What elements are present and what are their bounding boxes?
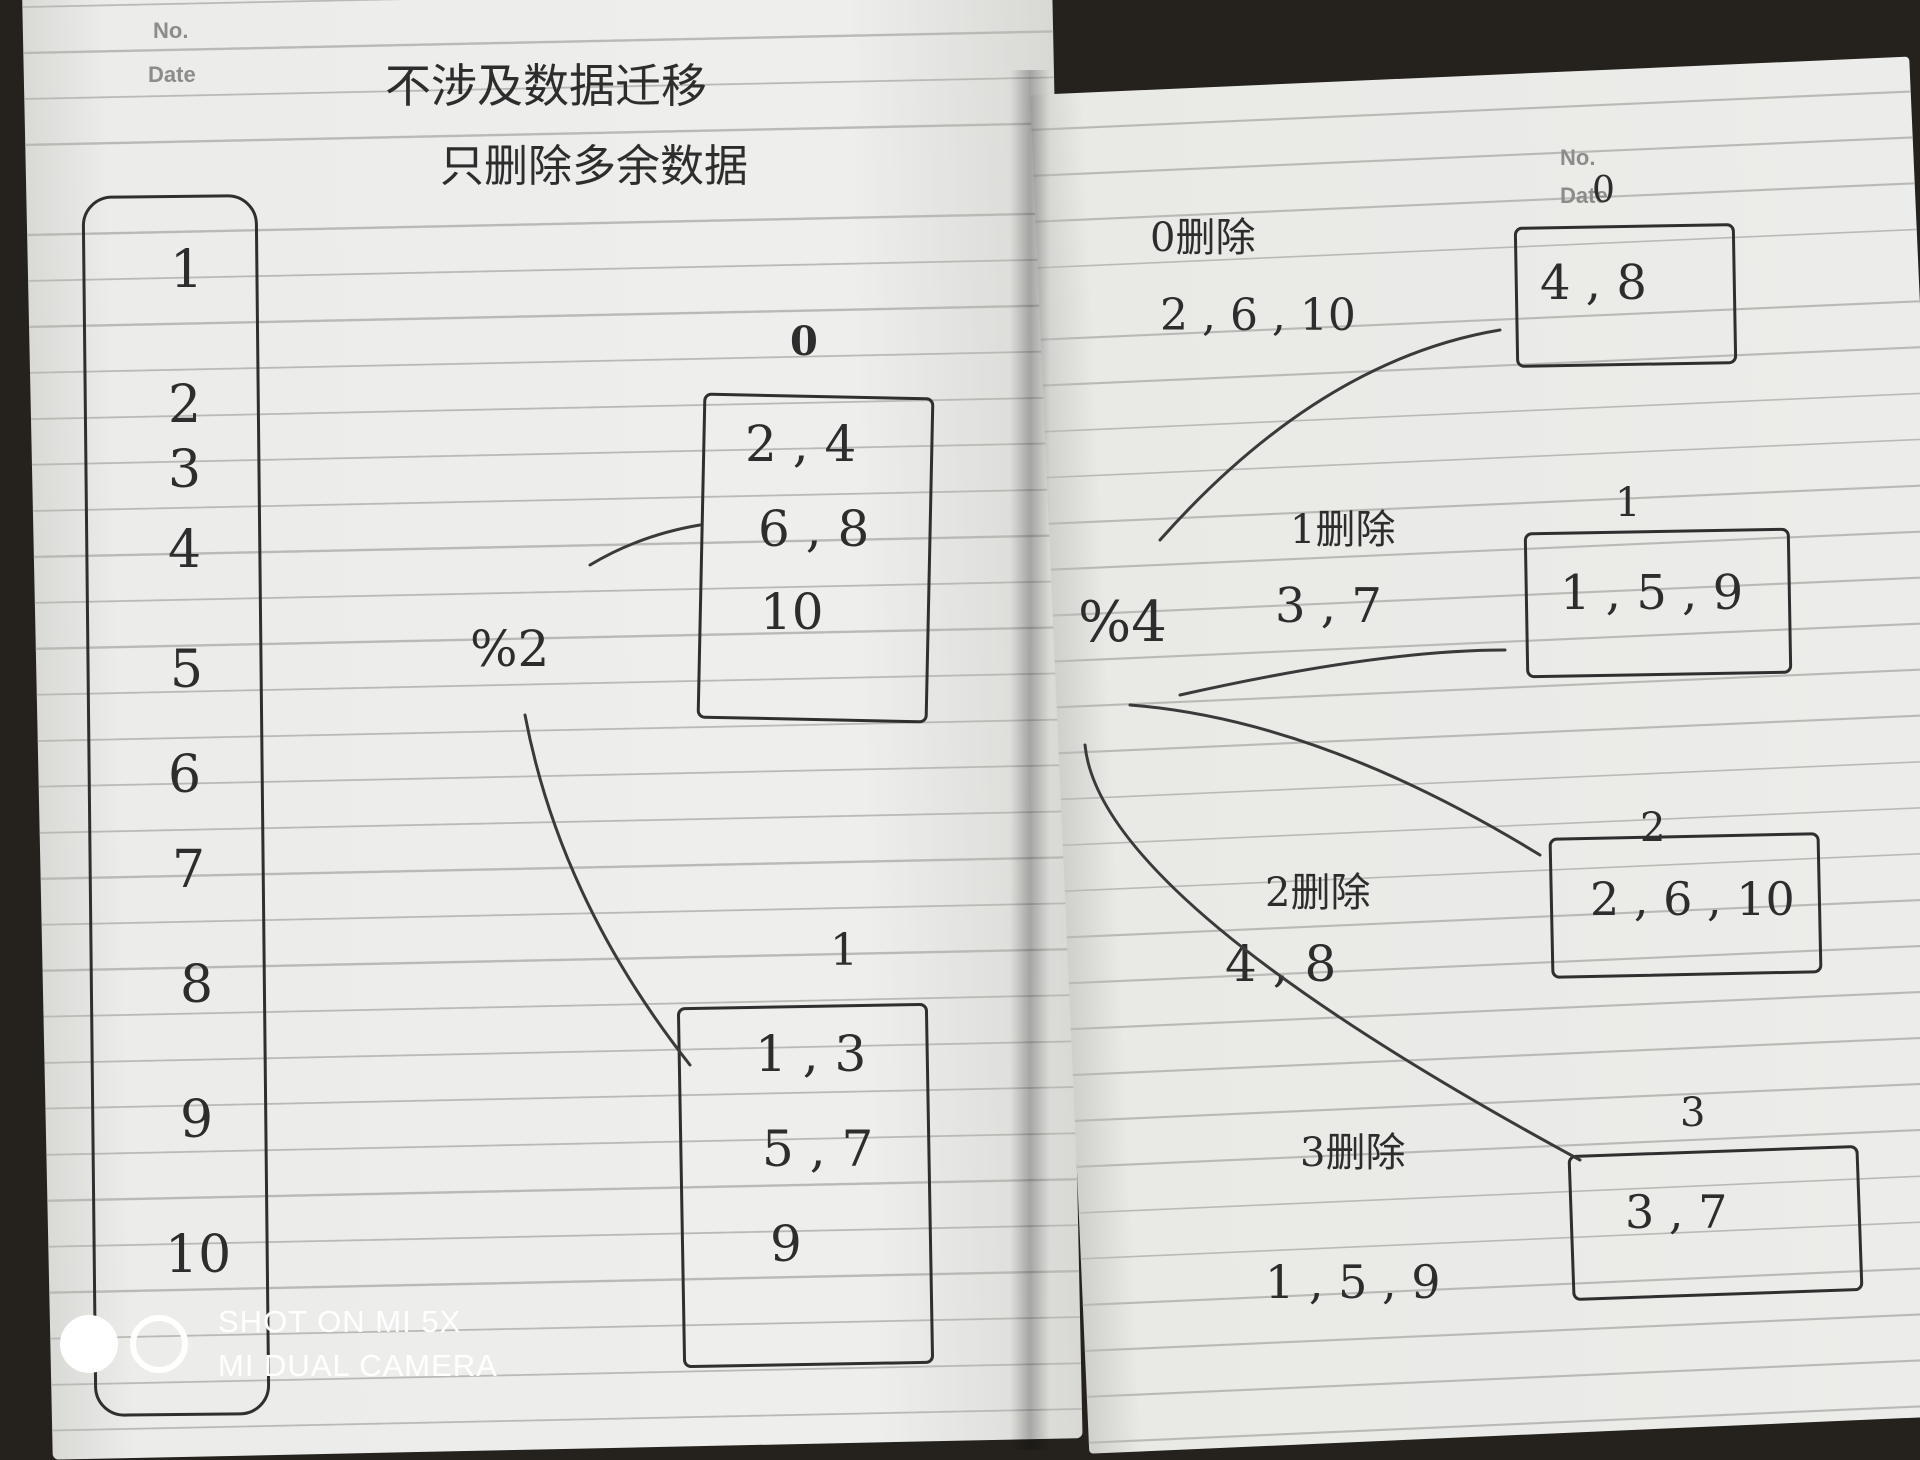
right-header-no: No. xyxy=(1560,145,1596,170)
bucket-values: 2 , 6 , 10 xyxy=(1590,872,1795,926)
bucket-label: 3 xyxy=(1680,1090,1706,1136)
sequence-item: 8 xyxy=(180,955,214,1015)
watermark-line-2: MI DUAL CAMERA xyxy=(218,1348,498,1383)
bucket-label: 0 xyxy=(1592,170,1615,211)
camera-watermark: SHOT ON MI 5X MI DUAL CAMERA xyxy=(60,1300,498,1388)
deleted-values: 3 , 7 xyxy=(1275,578,1382,634)
deleted-values: 2 , 6 , 10 xyxy=(1160,290,1356,341)
sequence-item: 5 xyxy=(170,640,204,700)
ring-circle-icon xyxy=(130,1315,188,1373)
sequence-item: 2 xyxy=(168,375,202,435)
bucket-values: 1 , 5 , 9 xyxy=(1560,565,1744,621)
bucket-values: 4 , 8 xyxy=(1540,255,1647,311)
sequence-item: 1 xyxy=(170,240,204,300)
sequence-item: 3 xyxy=(168,440,202,500)
sequence-item: 9 xyxy=(180,1090,214,1150)
bucket-row: 6 , 8 xyxy=(758,500,870,558)
left-mod-label: %2 xyxy=(470,620,550,678)
title-line-1: 不涉及数据迁移 xyxy=(385,59,707,113)
sequence-item: 10 xyxy=(165,1225,232,1285)
delete-label: 0删除 xyxy=(1150,215,1256,261)
notebook-gutter xyxy=(1010,70,1050,1450)
bucket-label: 2 xyxy=(1640,805,1666,851)
bucket-row: 1 , 3 xyxy=(755,1025,867,1083)
watermark-line-1: SHOT ON MI 5X xyxy=(218,1304,462,1339)
delete-label: 2删除 xyxy=(1265,870,1371,916)
bucket-row: 9 xyxy=(770,1215,802,1273)
title-line-2: 只删除多余数据 xyxy=(440,141,748,192)
delete-label: 3删除 xyxy=(1300,1130,1406,1176)
left-bucket-1-label: 1 xyxy=(830,925,858,976)
watermark-text: SHOT ON MI 5X MI DUAL CAMERA xyxy=(218,1300,498,1388)
deleted-values: 1 , 5 , 9 xyxy=(1265,1255,1441,1309)
right-header-date: Date xyxy=(1560,183,1608,208)
bucket-row: 10 xyxy=(760,583,824,641)
bucket-label: 1 xyxy=(1615,480,1641,526)
left-header-no: No. xyxy=(153,18,189,43)
sequence-item: 6 xyxy=(168,745,202,805)
left-header-date: Date xyxy=(148,62,196,87)
sequence-item: 7 xyxy=(172,840,206,900)
bucket-row: 2 , 4 xyxy=(745,415,857,473)
right-mod-label: %4 xyxy=(1078,590,1167,655)
sequence-item: 4 xyxy=(168,520,202,580)
bucket-values: 3 , 7 xyxy=(1625,1185,1728,1239)
filled-circle-icon xyxy=(60,1315,118,1373)
left-bucket-0-label: 0 xyxy=(790,318,818,365)
bucket-row: 5 , 7 xyxy=(762,1120,874,1178)
deleted-values: 4 , 8 xyxy=(1225,935,1337,993)
delete-label: 1删除 xyxy=(1290,507,1396,553)
